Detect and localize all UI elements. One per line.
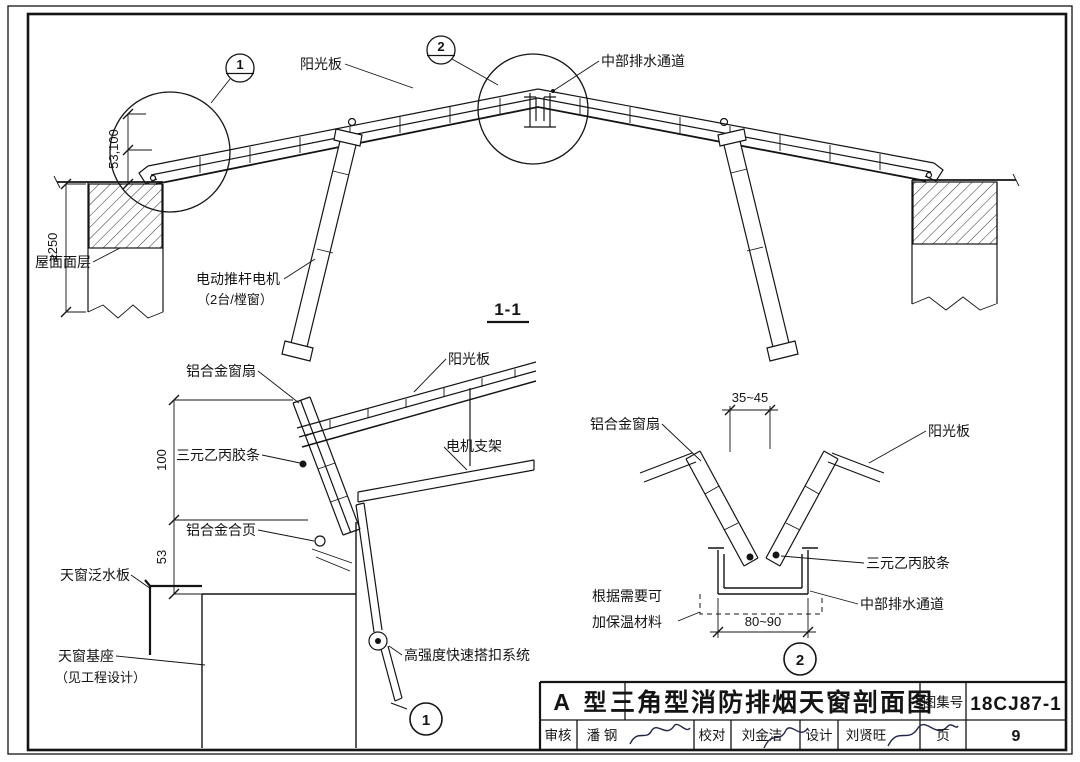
d2-label-sash: 铝合金窗扇 <box>590 416 660 432</box>
d1-hinge <box>311 535 353 572</box>
d1-epdm-gasket <box>299 460 307 468</box>
d2-dim-top: 35~45 <box>722 390 778 452</box>
d2-label-panel: 阳光板 <box>928 423 970 439</box>
d1-dim-53: 53 <box>154 550 169 564</box>
designer-name: 刘贤旺 <box>846 728 887 743</box>
callout-2-number: 2 <box>437 39 444 54</box>
d1-skylight-base <box>201 522 357 748</box>
d1-sunlight-panel <box>296 361 537 448</box>
d1-bubble-number: 1 <box>422 712 430 729</box>
d2-bubble: 2 <box>783 642 817 676</box>
callout-1: 1 <box>210 53 255 104</box>
d2-label-insulation-line1: 根据需要可 <box>592 588 662 604</box>
d1-label-sash: 铝合金窗扇 <box>186 363 256 379</box>
leader-roof-layer <box>92 247 121 263</box>
d2-label-drain: 中部排水通道 <box>860 596 944 612</box>
d2-dim-bottom-text: 80~90 <box>745 614 782 629</box>
d1-window-sash <box>292 396 361 536</box>
main-labels: 阳光板 中部排水通道 屋面面层 电动推杆电机 （2台/樘窗） <box>35 53 685 307</box>
roof-panel <box>147 88 935 185</box>
type-label: A 型 <box>553 689 610 715</box>
checker-name: 刘金洁 <box>742 728 783 743</box>
d2-epdm-gasket-right <box>772 551 780 559</box>
d2-epdm-gasket-left <box>746 553 754 561</box>
strut-right <box>717 128 799 362</box>
main-section: 1 2 <box>35 35 1020 362</box>
dim-parapet-height: ≥250 <box>45 178 86 318</box>
label-roof-layer: 屋面面层 <box>35 254 91 270</box>
callout-2-leader <box>451 58 499 86</box>
d2-label-insulation-line2: 加保温材料 <box>592 614 662 630</box>
d2-right-sash <box>765 450 885 567</box>
label-central-drain: 中部排水通道 <box>601 53 685 69</box>
callout-1-number: 1 <box>236 57 243 72</box>
d2-dim-bottom: 80~90 <box>710 598 816 638</box>
check-label: 校对 <box>699 727 726 743</box>
signature-designer <box>887 723 959 747</box>
eave-right <box>924 162 944 182</box>
d1-motor-bracket <box>357 388 535 503</box>
detail-bubble-left <box>109 91 231 213</box>
d2-label-epdm: 三元乙丙胶条 <box>866 555 950 571</box>
d2-dim-top-text: 35~45 <box>732 390 769 405</box>
dim-parapet-text: ≥250 <box>45 233 60 262</box>
section-title-text: 1-1 <box>494 300 522 319</box>
label-motor-line2: （2台/樘窗） <box>197 292 273 307</box>
detail-2: 35~45 80~90 铝合金窗扇 阳光板 三元乙丙胶条 中部排水通道 根据需要… <box>590 390 970 676</box>
d1-flashing <box>144 579 202 655</box>
d1-dim-100: 100 <box>154 449 169 471</box>
d2-bubble-number: 2 <box>796 652 804 669</box>
leader-central-drain <box>552 60 600 92</box>
detail-1: 100 53 铝合金窗扇 阳光板 三元乙丙胶条 电机支架 铝合金合页 天窗泛水板… <box>55 351 537 748</box>
callout-2: 2 <box>426 35 499 86</box>
dim-eave-text: 53,100 <box>106 129 121 169</box>
d1-label-base-line1: 天窗基座 <box>58 648 114 664</box>
d2-insulation-dashed <box>699 594 823 615</box>
d1-label-panel: 阳光板 <box>448 351 490 367</box>
d1-label-base-line2: （见工程设计） <box>55 670 146 685</box>
d1-bubble: 1 <box>409 702 443 736</box>
label-sunlight-panel: 阳光板 <box>300 56 342 72</box>
review-label: 审核 <box>545 728 572 743</box>
page-number: 9 <box>1012 728 1021 745</box>
dim-eave-heights: 53,100 <box>106 108 152 190</box>
d1-labels: 铝合金窗扇 阳光板 三元乙丙胶条 电机支架 铝合金合页 天窗泛水板 天窗基座 （… <box>55 351 530 685</box>
page-label: 页 <box>936 728 950 743</box>
atlas-label: 图集号 <box>923 695 964 710</box>
detail-bubble-ridge <box>477 53 589 165</box>
callout-1-leader <box>210 78 231 104</box>
design-label: 设计 <box>806 728 833 743</box>
label-motor-line1: 电动推杆电机 <box>196 271 280 287</box>
d2-left-sash <box>639 450 759 567</box>
d1-label-flashing: 天窗泛水板 <box>60 567 130 583</box>
strut-left <box>281 128 363 362</box>
d1-label-epdm: 三元乙丙胶条 <box>176 447 260 463</box>
sheet-frame <box>7 5 1073 755</box>
reviewer-name: 潘 钢 <box>587 728 618 743</box>
d1-actuator-arm <box>355 502 408 710</box>
leader-sunlight-panel <box>344 63 414 89</box>
d2-labels: 铝合金窗扇 阳光板 三元乙丙胶条 中部排水通道 根据需要可 加保温材料 <box>590 416 970 630</box>
ridge-drain-channel <box>524 93 556 128</box>
drawing-title: 三角型消防排烟天窗剖面图 <box>610 688 934 717</box>
d1-label-hinge: 铝合金合页 <box>186 522 256 538</box>
leader-motor <box>283 258 316 280</box>
atlas-number: 18CJ87-1 <box>970 694 1061 715</box>
d1-label-bracket: 电机支架 <box>446 438 502 454</box>
section-title: 1-1 <box>487 300 529 324</box>
parapet-right <box>911 173 1020 311</box>
d1-label-buckle: 高强度快速搭扣系统 <box>404 647 530 663</box>
d2-drain-channel <box>708 547 818 595</box>
signature-checker <box>763 727 809 749</box>
parapet-left <box>53 175 164 319</box>
title-block: A 型 三角型消防排烟天窗剖面图 图集号 18CJ87-1 审核 潘 钢 校对 … <box>538 680 1066 750</box>
d1-dims: 100 53 <box>154 394 308 600</box>
signature-reviewer <box>629 723 691 745</box>
